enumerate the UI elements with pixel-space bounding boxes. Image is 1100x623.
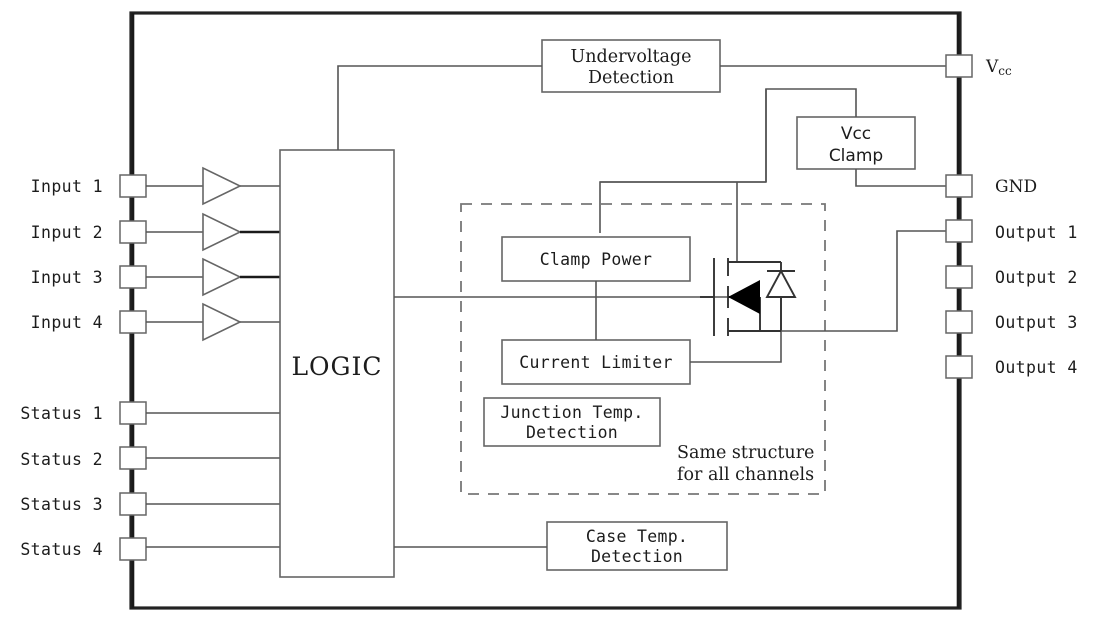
label-input-4: Input 4 xyxy=(31,313,103,332)
input-buffer-1-icon xyxy=(202,166,242,206)
block-case-temp-line2: Detection xyxy=(591,547,683,566)
label-output-2: Output 2 xyxy=(995,268,1078,287)
pin-vcc[interactable] xyxy=(945,54,973,78)
block-clamp-power-label: Clamp Power xyxy=(540,250,653,269)
annotation-line2: for all channels xyxy=(677,465,814,485)
pin-output-2[interactable] xyxy=(945,265,973,289)
channel-boundary-dashed xyxy=(460,203,826,495)
block-vcc-clamp-line1: Vcc xyxy=(841,124,871,144)
block-vcc-clamp-line2: Clamp xyxy=(829,146,883,166)
label-vcc-base: V xyxy=(985,57,999,77)
wire-vcc-rail-drop xyxy=(599,89,767,233)
block-case-temp-detection[interactable] xyxy=(546,521,728,571)
pin-input-2[interactable] xyxy=(119,220,147,244)
block-logic[interactable] xyxy=(279,149,395,578)
label-vcc: Vcc xyxy=(985,57,1012,78)
wire-undervoltage-left xyxy=(337,65,542,150)
label-vcc-sub: cc xyxy=(998,64,1012,78)
pin-input-1[interactable] xyxy=(119,174,147,198)
label-status-1: Status 1 xyxy=(20,404,103,423)
block-undervoltage-line2: Detection xyxy=(588,68,674,88)
diode-triangle-icon xyxy=(765,268,797,298)
pin-output-4[interactable] xyxy=(945,355,973,379)
pin-status-2[interactable] xyxy=(119,446,147,470)
label-output-4: Output 4 xyxy=(995,358,1078,377)
block-case-temp-line1: Case Temp. xyxy=(586,527,688,546)
pin-gnd[interactable] xyxy=(945,174,973,198)
block-junction-temp-line1: Junction Temp. xyxy=(500,403,643,422)
pin-status-1[interactable] xyxy=(119,401,147,425)
input-buffer-4-icon xyxy=(202,302,242,342)
wire-limiter-to-source xyxy=(690,297,782,363)
block-current-limiter[interactable] xyxy=(501,339,691,385)
input-buffer-2-icon xyxy=(202,212,242,252)
wire-source-to-output1 xyxy=(781,230,946,332)
input-buffer-3-icon xyxy=(202,257,242,297)
block-junction-temp-detection[interactable] xyxy=(483,397,661,447)
label-status-2: Status 2 xyxy=(20,450,103,469)
pin-status-3[interactable] xyxy=(119,492,147,516)
annotation-line1: Same structure xyxy=(677,443,814,463)
label-input-2: Input 2 xyxy=(31,223,103,242)
pin-input-3[interactable] xyxy=(119,265,147,289)
block-vcc-clamp[interactable] xyxy=(796,116,916,170)
label-input-3: Input 3 xyxy=(31,268,103,287)
label-output-3: Output 3 xyxy=(995,313,1078,332)
block-junction-temp-line2: Detection xyxy=(526,423,618,442)
block-clamp-power[interactable] xyxy=(501,236,691,282)
block-logic-label: LOGIC xyxy=(291,352,382,381)
label-status-3: Status 3 xyxy=(20,495,103,514)
block-undervoltage-line1: Undervoltage xyxy=(571,47,692,67)
device-outline xyxy=(129,11,962,610)
pin-status-4[interactable] xyxy=(119,537,147,561)
label-output-1: Output 1 xyxy=(995,223,1078,242)
mosfet-arrow-icon xyxy=(728,280,760,314)
wire-vcc-clamp-gnd xyxy=(855,169,946,187)
label-status-4: Status 4 xyxy=(20,540,103,559)
block-current-limiter-label: Current Limiter xyxy=(519,353,673,372)
pin-output-1[interactable] xyxy=(945,219,973,243)
label-input-1: Input 1 xyxy=(31,177,103,196)
pin-output-3[interactable] xyxy=(945,310,973,334)
label-gnd: GND xyxy=(995,177,1037,197)
pin-input-4[interactable] xyxy=(119,310,147,334)
